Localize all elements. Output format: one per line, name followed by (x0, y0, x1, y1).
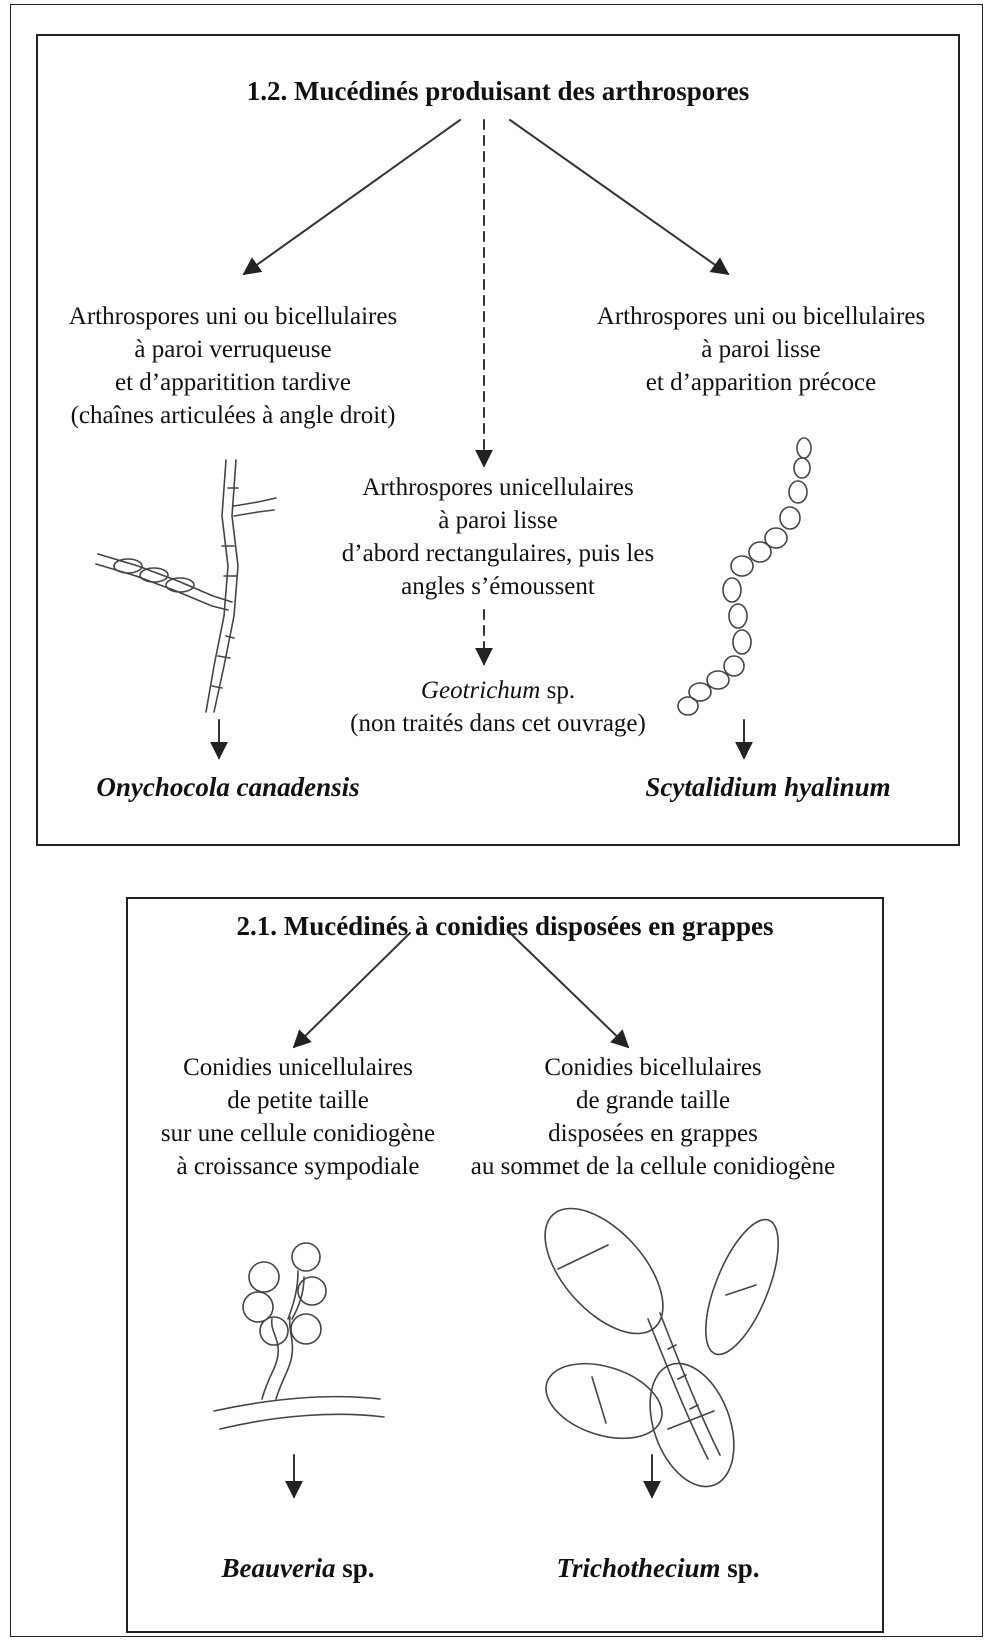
center-description: Arthrospores unicellulaires à paroi liss… (298, 471, 698, 603)
left-line-1: Arthrospores uni ou bicellulaires (68, 303, 398, 330)
fungal-hyphae-drawing (95, 459, 277, 713)
arrow-icon (509, 119, 730, 276)
section1-graphics (95, 119, 812, 760)
scytalidium-label: Scytalidium hyalinum (645, 772, 891, 802)
right-description: Arthrospores uni ou bicellulaires à paro… (566, 300, 956, 399)
spore-chain-drawing (677, 437, 812, 716)
page-frame (10, 4, 983, 1637)
beauveria-sp: sp. (335, 1553, 375, 1583)
onychocola-label: Onychocola canadensis (96, 772, 360, 802)
conidia-right-line-4: au sommet de la cellule conidiogène (470, 1153, 836, 1180)
beauveria-label: Beauveria sp. (168, 1553, 428, 1584)
right-line-3: et d’apparition précoce (645, 369, 877, 396)
trichothecium-label: Trichothecium sp. (508, 1553, 808, 1584)
arrow-icon (242, 119, 461, 276)
beauveria-genus: Beauveria (221, 1553, 336, 1583)
center-line-1: Arthrospores unicellulaires (362, 474, 634, 501)
trichothecium-sp: sp. (720, 1553, 760, 1583)
bicellular-conidia-drawing (544, 1207, 779, 1488)
right-conidia-description: Conidies bicellulaires de grande taille … (458, 1051, 848, 1183)
arrow-icon (292, 932, 411, 1049)
conidia-right-line-2: de grande taille (575, 1087, 731, 1114)
arthrospores-box: 1.2. Mucédinés produisant des arthrospor… (36, 34, 960, 846)
conidia-clusters-box: 2.1. Mucédinés à conidies disposées en g… (126, 897, 884, 1633)
right-line-2: à paroi lisse (701, 336, 821, 363)
geotrichum-sp: sp. (540, 677, 576, 704)
conidia-right-line-3: disposées en grappes (548, 1120, 758, 1147)
geotrichum-note: (non traités dans cet ouvrage) (350, 710, 646, 737)
left-conidia-description: Conidies unicellulaires de petite taille… (128, 1051, 468, 1183)
conidia-right-line-1: Conidies bicellulaires (544, 1054, 762, 1081)
right-line-1: Arthrospores uni ou bicellulaires (596, 303, 926, 330)
conidia-left-line-3: sur une cellule conidiogène (160, 1120, 436, 1147)
geotrichum-block: Geotrichum sp. (non traités dans cet ouv… (298, 674, 698, 740)
left-line-3: et d’apparitition tardive (114, 369, 352, 396)
conidia-left-line-2: de petite taille (227, 1087, 369, 1114)
arrow-icon (509, 932, 630, 1049)
left-line-4: (chaînes articulées à angle droit) (70, 402, 396, 429)
left-line-2: à paroi verruqueuse (134, 336, 332, 363)
geotrichum-name: Geotrichum sp. (298, 674, 698, 707)
conidia-left-line-4: à croissance sympodiale (176, 1153, 420, 1180)
trichothecium-genus: Trichothecium (556, 1553, 721, 1583)
center-line-4: angles s’émoussent (401, 573, 595, 600)
conidia-left-line-1: Conidies unicellulaires (183, 1054, 413, 1081)
section2-graphics (213, 932, 779, 1499)
section1-title: 1.2. Mucédinés produisant des arthrospor… (246, 76, 750, 106)
center-line-2: à paroi lisse (438, 507, 558, 534)
center-line-3: d’abord rectangulaires, puis les (341, 540, 655, 567)
geotrichum-genus: Geotrichum (420, 677, 541, 704)
conidia-cluster-drawing (213, 1242, 385, 1430)
left-description: Arthrospores uni ou bicellulaires à paro… (38, 300, 428, 432)
section2-title: 2.1. Mucédinés à conidies disposées en g… (236, 911, 774, 941)
